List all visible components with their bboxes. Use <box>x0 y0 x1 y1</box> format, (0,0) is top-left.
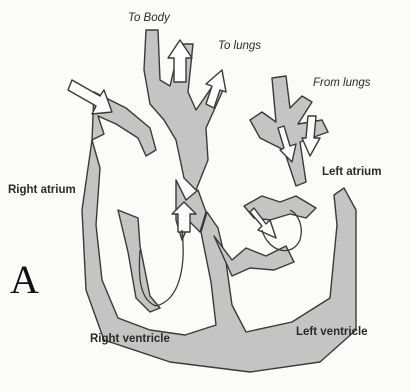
figure-letter: A <box>10 256 39 303</box>
arrow-to-lungs <box>206 70 226 108</box>
label-left-atrium: Left atrium <box>322 166 381 178</box>
pulmonary-veins <box>250 76 328 186</box>
label-right-ventricle: Right ventricle <box>90 333 170 345</box>
arrow-into-right-atrium <box>68 80 112 114</box>
label-from-lungs: From lungs <box>313 77 371 89</box>
label-left-ventricle: Left ventricle <box>296 326 368 338</box>
label-right-atrium: Right atrium <box>8 184 76 196</box>
label-to-body: To Body <box>128 12 170 24</box>
label-to-lungs: To lungs <box>218 40 261 52</box>
